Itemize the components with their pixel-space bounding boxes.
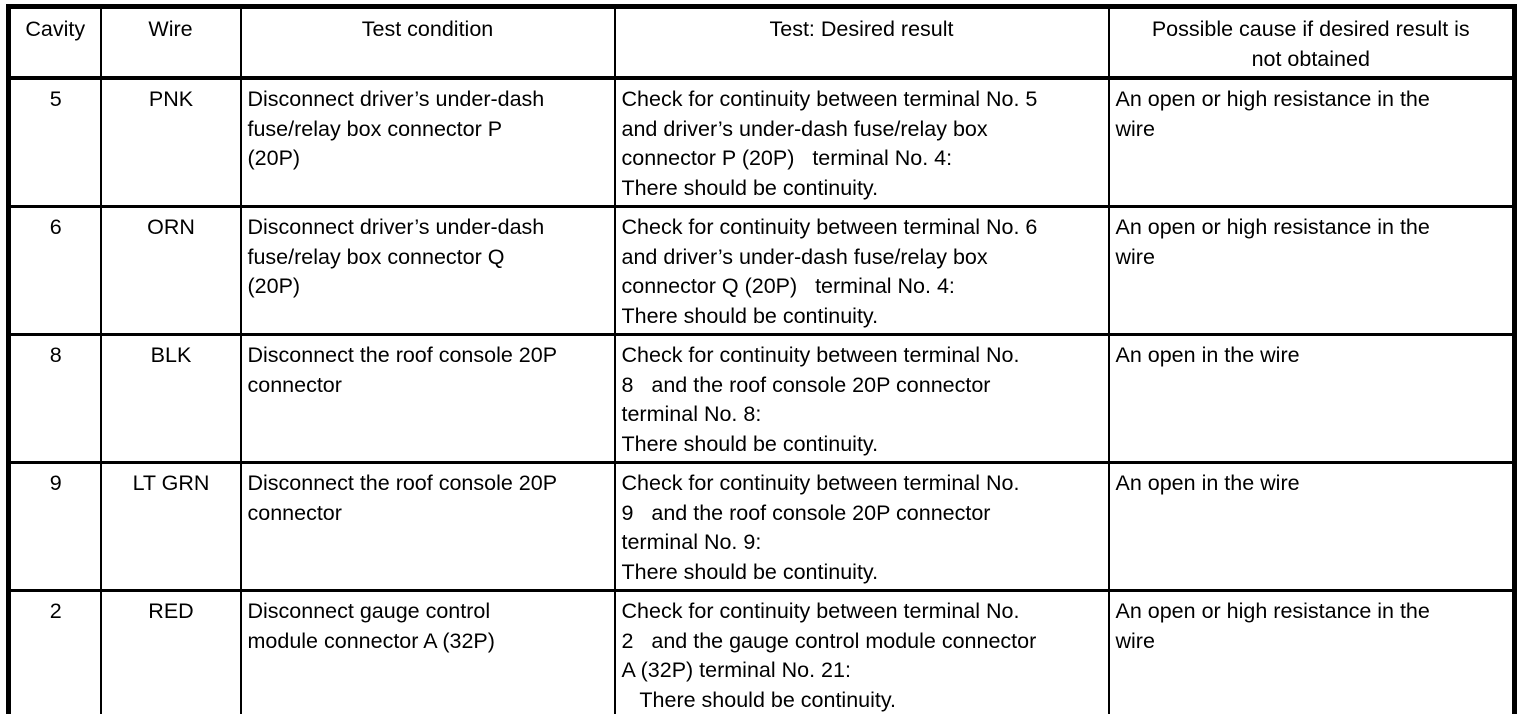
header-row: Cavity Wire Test condition Test: Desired… [7, 5, 1516, 80]
column-header-test-condition: Test condition [239, 5, 616, 80]
cell-possible-cause: An open or high resistance in the wire [1107, 205, 1516, 336]
table-row: 2 RED Disconnect gauge control module co… [7, 589, 1516, 714]
wire-continuity-test-table: Cavity Wire Test condition Test: Desired… [6, 4, 1517, 714]
cell-possible-cause: An open in the wire [1107, 461, 1516, 592]
column-header-possible-cause: Possible cause if desired result is not … [1107, 5, 1516, 80]
cell-desired-result: Check for continuity between terminal No… [613, 589, 1110, 714]
cell-test-condition: Disconnect driver’s under-dash fuse/rela… [239, 76, 616, 208]
cell-possible-cause: An open in the wire [1107, 333, 1516, 464]
cell-wire: PNK [99, 76, 242, 208]
cell-desired-result: Check for continuity between terminal No… [613, 205, 1110, 336]
cell-cavity: 5 [7, 76, 102, 208]
cell-wire: ORN [99, 205, 242, 336]
column-header-desired-result: Test: Desired result [613, 5, 1110, 80]
column-header-cavity: Cavity [7, 5, 102, 80]
cell-cavity: 2 [7, 589, 102, 714]
table-row: 6 ORN Disconnect driver’s under-dash fus… [7, 205, 1516, 336]
cell-wire: RED [99, 589, 242, 714]
cell-possible-cause: An open or high resistance in the wire [1107, 76, 1516, 208]
cell-wire: LT GRN [99, 461, 242, 592]
cell-wire: BLK [99, 333, 242, 464]
cell-cavity: 8 [7, 333, 102, 464]
cell-desired-result: Check for continuity between terminal No… [613, 76, 1110, 208]
cell-cavity: 9 [7, 461, 102, 592]
table-row: 8 BLK Disconnect the roof console 20P co… [7, 333, 1516, 464]
table-row: 9 LT GRN Disconnect the roof console 20P… [7, 461, 1516, 592]
table-row: 5 PNK Disconnect driver’s under-dash fus… [7, 76, 1516, 208]
cell-test-condition: Disconnect the roof console 20P connecto… [239, 461, 616, 592]
cell-test-condition: Disconnect driver’s under-dash fuse/rela… [239, 205, 616, 336]
cell-desired-result: Check for continuity between terminal No… [613, 461, 1110, 592]
cell-desired-result: Check for continuity between terminal No… [613, 333, 1110, 464]
cell-test-condition: Disconnect gauge control module connecto… [239, 589, 616, 714]
cell-possible-cause: An open or high resistance in the wire [1107, 589, 1516, 714]
column-header-wire: Wire [99, 5, 242, 80]
cell-cavity: 6 [7, 205, 102, 336]
cell-test-condition: Disconnect the roof console 20P connecto… [239, 333, 616, 464]
